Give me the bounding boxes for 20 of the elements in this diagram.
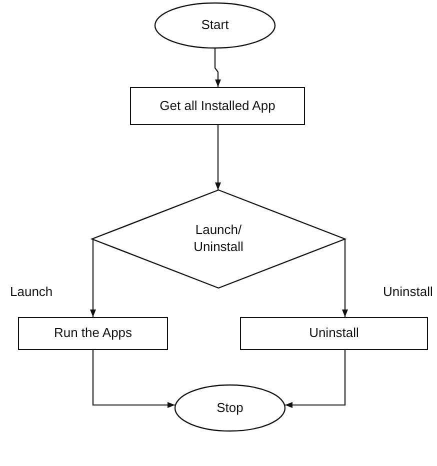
node-text: Start — [201, 17, 229, 34]
arrow — [342, 239, 348, 317]
process-box — [130, 87, 305, 125]
terminal-ellipse — [175, 385, 285, 431]
arrow — [214, 125, 222, 190]
process-box — [18, 317, 168, 350]
process-box — [240, 317, 428, 350]
node-text: Launch/ Uninstall — [192, 222, 244, 256]
edge-label: Uninstall — [383, 284, 433, 299]
arrow — [90, 238, 96, 317]
node-text: Uninstall — [309, 325, 359, 342]
node-text: Run the Apps — [54, 325, 132, 342]
arrow — [285, 350, 346, 408]
edge-label: Launch — [10, 284, 53, 299]
node-text: Get all Installed App — [160, 98, 276, 114]
arrow — [214, 48, 222, 87]
terminal-ellipse — [155, 3, 275, 48]
arrow — [92, 350, 175, 408]
decision-diamond — [92, 190, 345, 288]
node-text: Stop — [216, 400, 244, 416]
